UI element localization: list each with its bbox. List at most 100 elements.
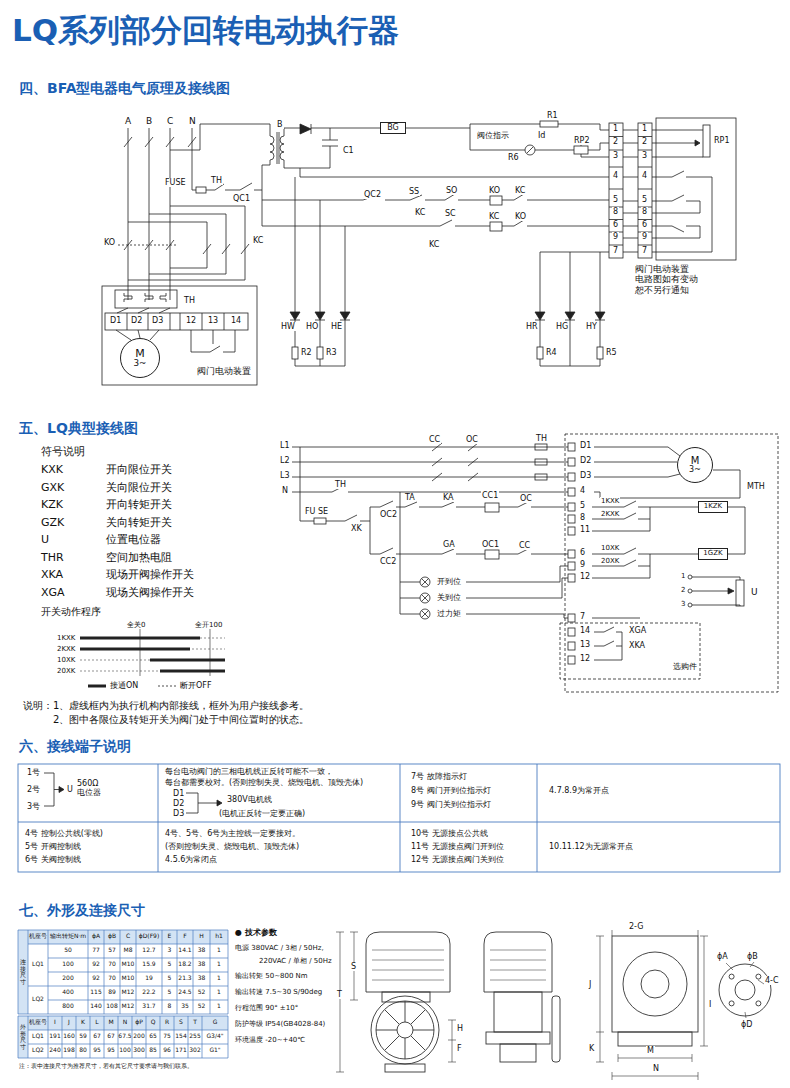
flange-view	[719, 962, 771, 1018]
label-text: 2、图中各限位及转矩开关为阀门处于中间位置时的状态。	[52, 714, 310, 726]
label-text: 1	[217, 961, 221, 968]
label-text: 开向转矩开关	[105, 499, 173, 512]
lq-schematic	[560, 623, 700, 679]
table-rule	[76, 1016, 77, 1058]
table-rule	[18, 930, 228, 931]
lq-schematic	[568, 515, 575, 523]
label-text: 12号 无源接点阀门关到位	[410, 855, 505, 864]
label-text: 符号说明	[40, 446, 86, 459]
flange-view	[729, 1001, 734, 1006]
label-text: 14.1	[178, 947, 191, 954]
table-rule	[228, 1016, 229, 1058]
bfa-schematic	[290, 312, 350, 320]
bfa-schematic	[537, 347, 543, 359]
label-text: 5	[168, 961, 172, 968]
switch-program-chart	[158, 686, 176, 687]
bracket	[217, 800, 222, 806]
bfa-schematic	[311, 124, 380, 134]
label-text: 12	[579, 654, 591, 663]
table-rule	[28, 1030, 228, 1031]
flange-view	[735, 980, 755, 1000]
bfa-schematic	[203, 244, 249, 254]
label-text: 8	[579, 513, 586, 522]
label-text: 38	[198, 961, 206, 968]
bracket	[186, 793, 220, 813]
label-text: 1KXK	[56, 634, 76, 642]
table-rule	[28, 986, 228, 987]
flange-view	[756, 1001, 761, 1006]
label-text: 防护等级 IP54(GB4028-84)	[234, 1020, 326, 1028]
label-text: FU SE	[304, 507, 329, 516]
label-text: 255	[189, 1033, 200, 1040]
label-text: U	[40, 534, 50, 547]
label-text: 800	[62, 1003, 73, 1010]
lq-schematic	[292, 434, 778, 692]
label-text: 300	[133, 1047, 144, 1054]
lq-schematic	[568, 574, 575, 582]
label-text: U	[66, 785, 74, 794]
label-text: FUSE	[164, 178, 187, 187]
switch-program-chart	[80, 628, 225, 686]
label-text: 67.5	[118, 1033, 131, 1040]
table-rule	[18, 1016, 228, 1017]
table-rule	[28, 1044, 228, 1045]
label-text: 200	[62, 975, 73, 982]
bfa-schematic	[196, 187, 206, 193]
label-text: D2	[172, 799, 185, 808]
label-text: 全关0	[126, 621, 146, 629]
label-text: 220VAC / 单相 / 50Hz	[258, 957, 333, 965]
label-text: KC	[414, 208, 426, 217]
actuator-front-view	[376, 1001, 434, 1059]
motor-circle: M3~	[677, 447, 713, 483]
bfa-schematic	[102, 118, 736, 385]
lq-schematic	[568, 488, 575, 496]
label-text: ϕA	[716, 952, 729, 961]
label-text: 2KXK	[600, 510, 620, 518]
bfa-schematic	[470, 128, 525, 150]
dimension-table-grid	[18, 930, 228, 1058]
label-text: HY	[585, 322, 598, 331]
label-text: ϕB	[108, 933, 116, 940]
label-text: 154	[175, 1033, 186, 1040]
actuator-top-view	[612, 936, 708, 1080]
label-text: KZK	[40, 499, 64, 512]
label-text: SC	[444, 209, 457, 218]
label-text: 108	[106, 1003, 117, 1010]
label-text: KA	[442, 493, 455, 502]
lq-schematic	[568, 503, 575, 511]
label-text: 12.7	[142, 947, 155, 954]
actuator-front-view	[376, 1001, 434, 1059]
label-text: 171	[175, 1047, 186, 1054]
label-text: M12	[122, 989, 135, 996]
label-text: 阀位指示	[476, 131, 510, 140]
table-rule	[160, 1016, 161, 1058]
label-text: M	[646, 1046, 655, 1055]
label-text: 11号 无源接点阀门开到位	[410, 842, 505, 851]
table-rule	[90, 1016, 91, 1058]
lq-schematic	[594, 627, 622, 660]
label-text: 191	[49, 1033, 60, 1040]
label-text: 4	[641, 171, 648, 180]
lq-schematic	[568, 628, 575, 636]
label-text: 注：表中连接尺寸为推荐尺寸，若有其它尺寸要求请与我们联系。	[18, 1063, 194, 1070]
actuator-side-view	[490, 950, 546, 980]
label-text: 380V电机线	[226, 795, 273, 804]
bfa-schematic	[406, 124, 609, 130]
actuator-side-view	[552, 996, 560, 1062]
table-rule	[104, 1016, 105, 1058]
label-text: 198	[63, 1047, 74, 1054]
bfa-schematic	[292, 347, 298, 359]
switch-program-chart	[80, 638, 225, 671]
label-text: 阀门电动装置 电路图如有变动 恕不另行通知	[634, 264, 700, 295]
bfa-schematic	[609, 137, 652, 246]
label-text: 13	[579, 640, 591, 649]
label-text: 1	[217, 947, 221, 954]
table-rule	[48, 1016, 49, 1058]
bfa-schematic	[656, 118, 736, 260]
label-text: 77	[92, 947, 100, 954]
actuator-front-view	[448, 1020, 456, 1062]
actuator-side-view	[500, 1044, 536, 1062]
label-text: E	[168, 933, 172, 940]
label-text: LQ2	[32, 1047, 44, 1054]
table-rule	[146, 1016, 147, 1058]
